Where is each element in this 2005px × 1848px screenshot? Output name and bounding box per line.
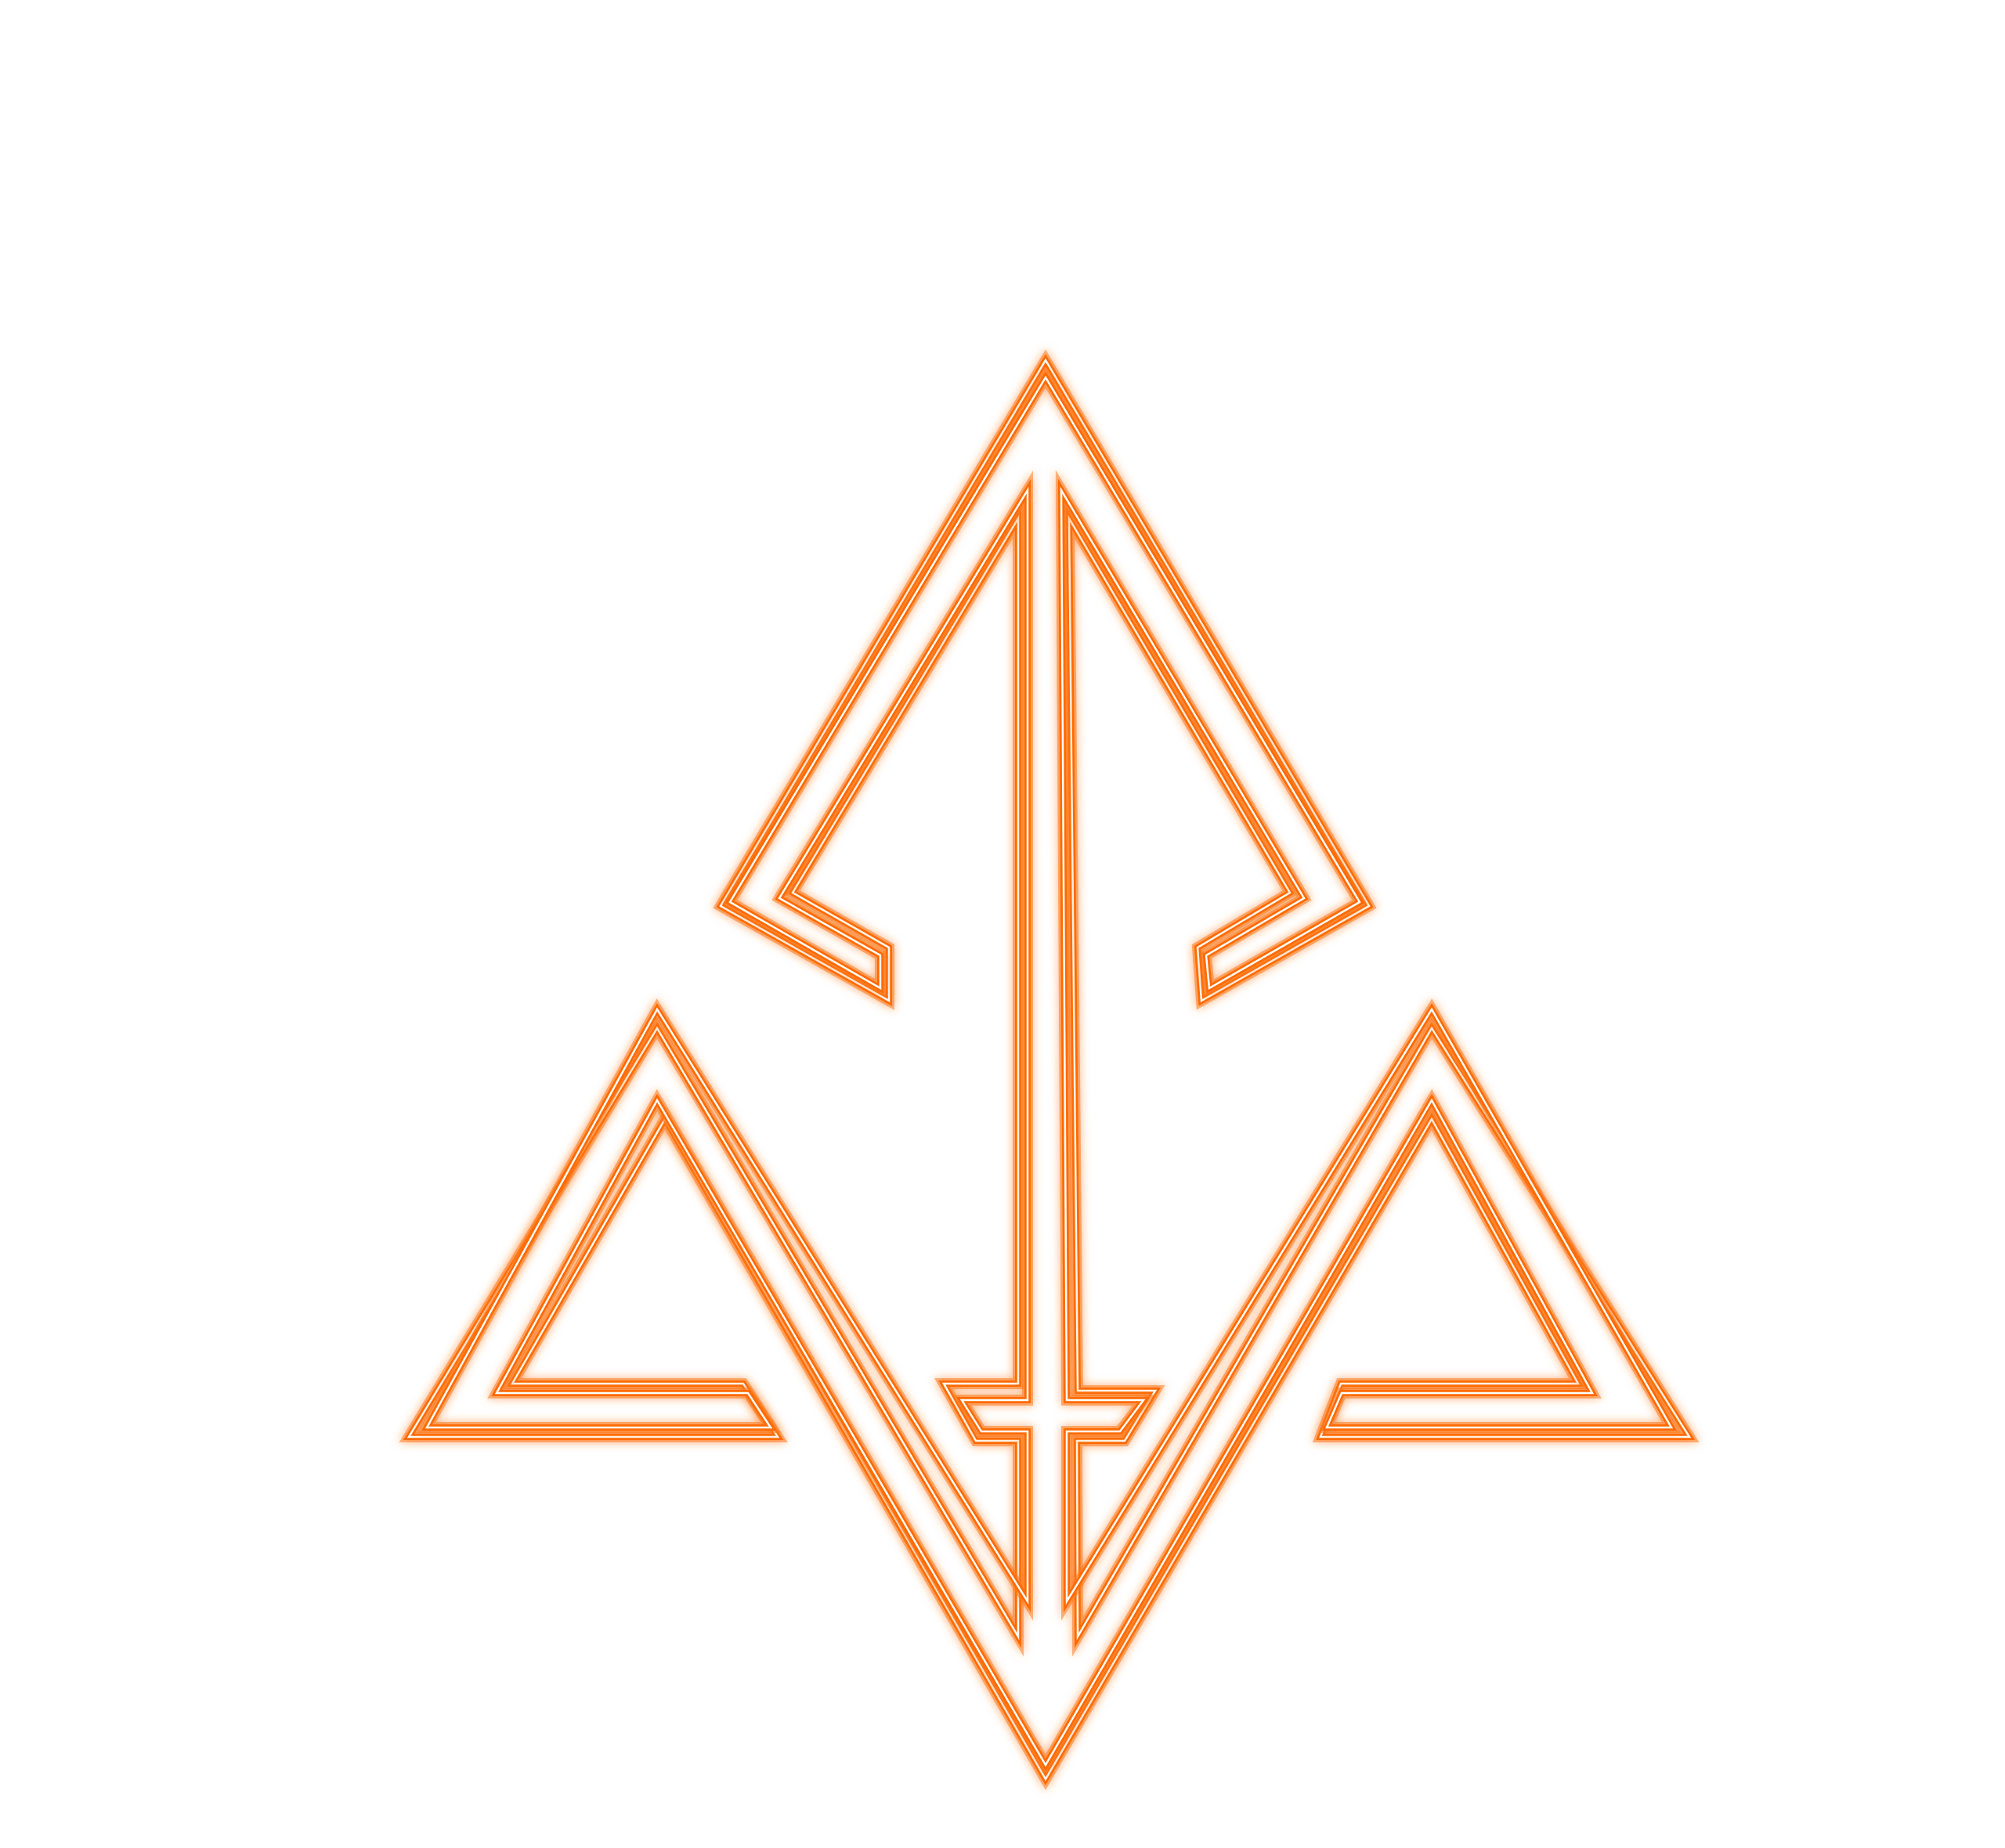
inner-arrow-outline-glow xyxy=(417,366,1682,1776)
outer-arrow-outline-core xyxy=(406,358,1692,1781)
outer-arrow-outline xyxy=(403,354,1696,1785)
emblem-outlines xyxy=(399,349,1700,1790)
inner-arrow-outline xyxy=(421,371,1677,1771)
inner-arrow-outline-core xyxy=(424,375,1674,1767)
outer-arrow-outline-glow xyxy=(399,349,1700,1790)
